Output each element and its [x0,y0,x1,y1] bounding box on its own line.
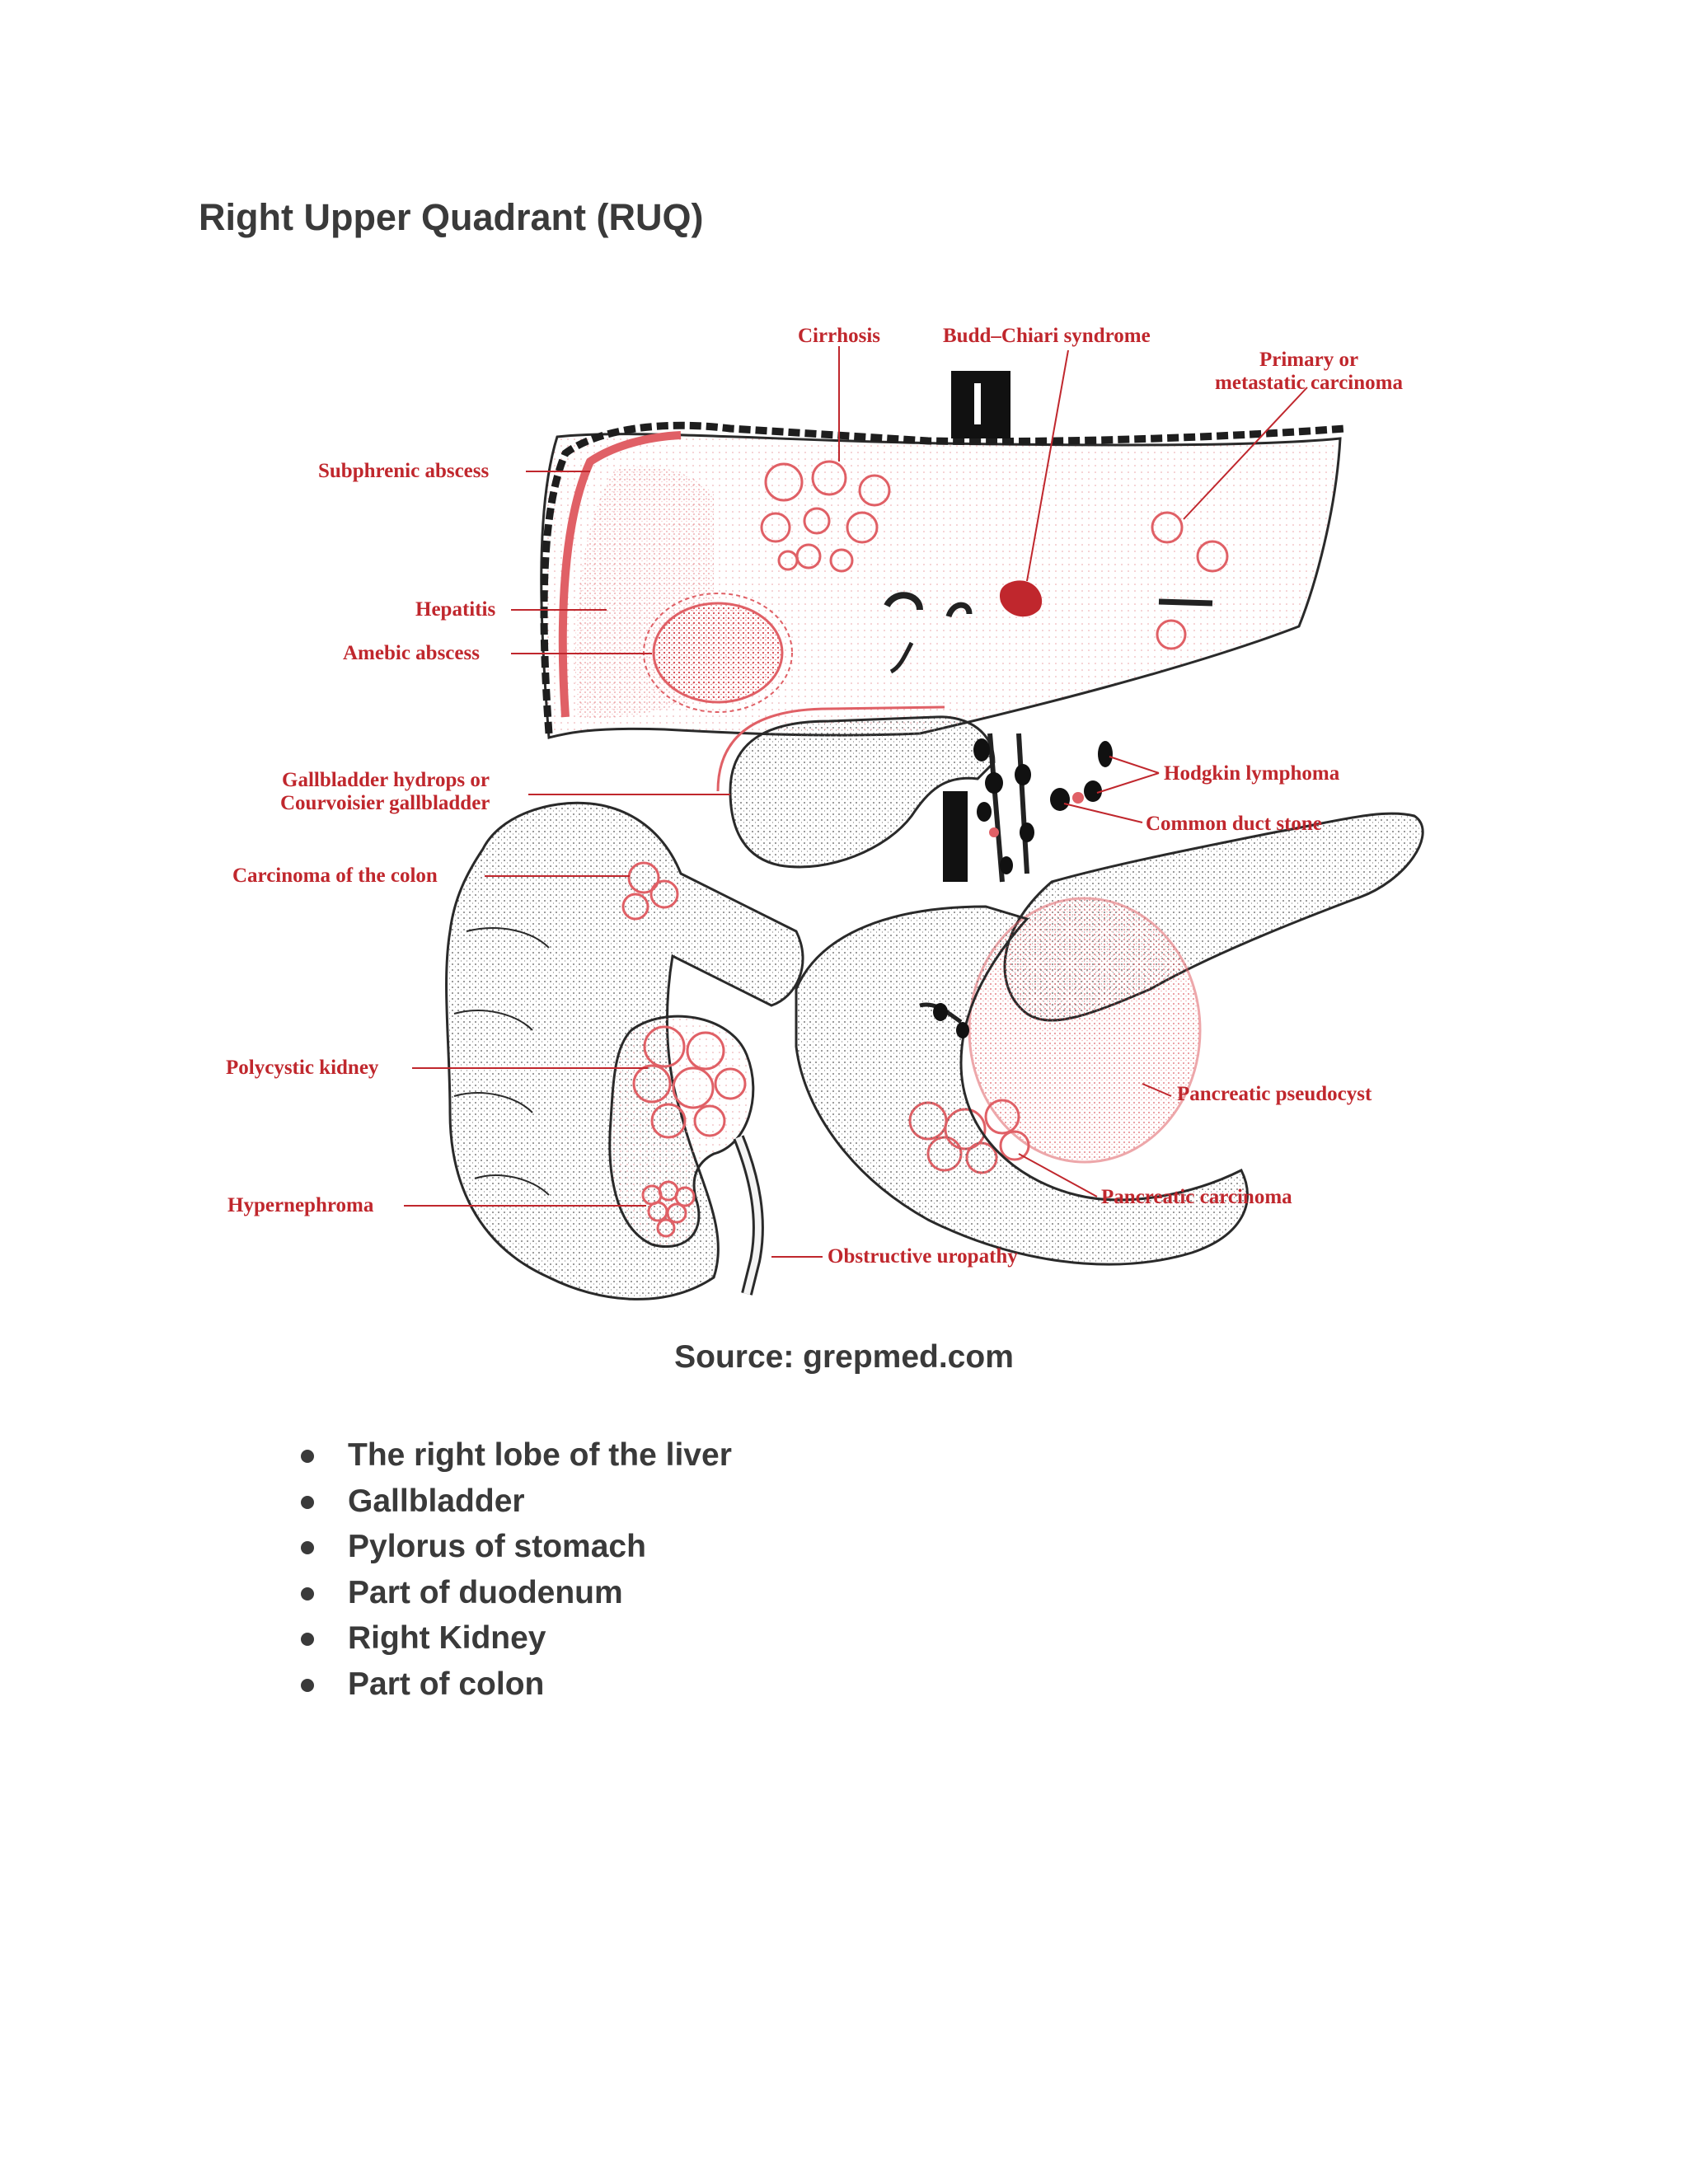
bullet-icon [301,1541,314,1554]
label-primary-line2: metastatic carcinoma [1215,372,1403,394]
list-item-text: Right Kidney [348,1620,546,1656]
bullet-icon [301,1450,314,1463]
liver-drawing [540,371,1345,739]
list-item: Gallbladder [297,1479,732,1525]
label-cirrhosis: Cirrhosis [798,325,880,347]
label-polycystic: Polycystic kidney [226,1057,379,1079]
label-hodgkin: Hodgkin lymphoma [1164,762,1340,785]
label-hypernephroma: Hypernephroma [227,1194,374,1216]
gallbladder-drawing [716,705,996,869]
label-hepatitis: Hepatitis [415,598,495,621]
bullet-icon [301,1678,314,1692]
bile-duct-drawing [943,733,1113,883]
label-gallbladder-line1: Gallbladder hydrops or [282,769,490,791]
list-item: Pylorus of stomach [297,1524,732,1570]
list-item-text: The right lobe of the liver [348,1437,732,1473]
ruq-anatomy-figure: Cirrhosis Budd–Chiari syndrome Primary o… [203,305,1492,1319]
label-uropathy: Obstructive uropathy [828,1245,1018,1268]
bullet-icon [301,1586,314,1601]
bullet-icon [301,1633,314,1646]
label-amebic: Amebic abscess [343,642,480,664]
list-item: Right Kidney [297,1615,732,1661]
label-budd-chiari: Budd–Chiari syndrome [943,325,1151,347]
leader-lines [404,346,1308,1258]
list-item-text: Pylorus of stomach [348,1529,646,1564]
label-pseudocyst: Pancreatic pseudocyst [1177,1083,1372,1105]
list-item: Part of colon [297,1661,732,1708]
page-title: Right Upper Quadrant (RUQ) [199,196,704,238]
figure-caption: Source: grepmed.com [674,1339,1014,1375]
kidney-drawing [608,1015,764,1296]
label-primary-line1: Primary or [1259,349,1358,371]
list-item-text: Part of colon [348,1666,545,1702]
list-item-text: Part of duodenum [348,1574,623,1610]
bullet-icon [301,1495,314,1509]
list-item: Part of duodenum [297,1570,732,1616]
label-duct-stone: Common duct stone [1146,813,1322,835]
organ-list: The right lobe of the liver Gallbladder … [297,1432,732,1707]
duodenum-drawing [795,905,1249,1266]
label-gallbladder-line2: Courvoisier gallbladder [280,792,490,814]
list-item-text: Gallbladder [348,1483,525,1519]
figure-labels: Cirrhosis Budd–Chiari syndrome Primary o… [226,325,1403,1268]
list-item: The right lobe of the liver [297,1432,732,1479]
label-pancreatic-carcinoma: Pancreatic carcinoma [1101,1186,1292,1208]
label-subphrenic: Subphrenic abscess [318,460,490,482]
label-colon-carcinoma: Carcinoma of the colon [232,865,438,887]
